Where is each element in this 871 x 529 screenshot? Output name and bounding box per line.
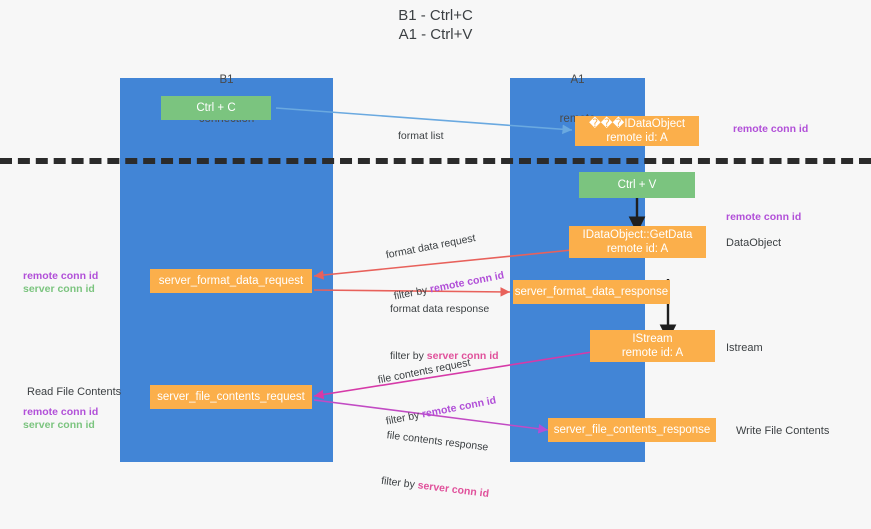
node-server-format-data-request[interactable]: server_format_data_request (150, 269, 312, 293)
node-server-format-data-request-label: server_format_data_request (158, 275, 304, 287)
edge-label-format-list: format list (398, 101, 444, 171)
node-server-format-data-response-label: server_format_data_response (514, 286, 669, 298)
node-idataobject-remote-sub: remote id: A (606, 132, 668, 144)
node-server-file-contents-request[interactable]: server_file_contents_request (150, 385, 312, 409)
edge-label-format-data-response-prefix: filter by (390, 350, 427, 362)
node-ctrl-c-label: Ctrl + C (196, 102, 236, 114)
note-left-server-conn-id-2: server conn id (23, 419, 95, 431)
edge-label-format-list-line1: format list (398, 130, 444, 142)
node-server-file-contents-response-label: server_file_contents_response (553, 424, 711, 436)
node-server-file-contents-request-label: server_file_contents_request (157, 391, 305, 403)
node-istream-label: IStream (632, 333, 673, 345)
note-right-write-file-contents: Write File Contents (736, 425, 830, 437)
diagram-canvas: B1 - Ctrl+C A1 - Ctrl+V B1 connection A1… (0, 7, 871, 500)
note-left-remote-conn-id-2: remote conn id (23, 406, 99, 418)
edge-label-format-data-response: format data response filter by server co… (390, 274, 499, 391)
node-idataobject-getdata[interactable]: IDataObject::GetData remote id: A (569, 226, 706, 258)
node-ctrl-v-label: Ctrl + V (617, 179, 657, 191)
note-left-server-conn-id-1: server conn id (23, 283, 95, 295)
node-server-file-contents-response[interactable]: server_file_contents_response (548, 418, 716, 442)
node-server-format-data-response[interactable]: server_format_data_response (513, 280, 670, 304)
lane-header-b1-title: B1 (219, 74, 234, 86)
node-istream[interactable]: IStream remote id: A (590, 330, 715, 362)
node-istream-sub: remote id: A (621, 347, 684, 359)
note-right-remote-conn-id-1: remote conn id (733, 123, 809, 135)
node-idataobject-remote[interactable]: ���IDataObject remote id: A (575, 116, 699, 146)
edge-label-file-contents-request-line1: file contents request (376, 356, 472, 387)
edge-label-format-data-response-highlight: server conn id (426, 350, 499, 362)
edge-label-format-data-response-line2: filter by server conn id (390, 349, 499, 363)
edge-label-file-contents-response-line2: filter by server conn id (380, 474, 489, 501)
note-left-read-file-contents: Read File Contents (27, 386, 122, 398)
note-right-remote-conn-id-2: remote conn id (726, 211, 802, 223)
note-right-dataobject: DataObject (726, 237, 782, 249)
edge-label-file-contents-response: file contents response filter by server … (377, 400, 499, 528)
note-left-remote-conn-id-1: remote conn id (23, 270, 99, 282)
edge-label-file-contents-response-line1: file contents response (386, 429, 489, 454)
phase-separator (0, 158, 871, 164)
node-ctrl-v[interactable]: Ctrl + V (579, 172, 695, 198)
edge-label-file-contents-response-highlight: server conn id (416, 479, 490, 501)
edge-label-file-contents-response-prefix: filter by (380, 474, 419, 492)
node-idataobject-remote-label: ���IDataObject (588, 118, 686, 130)
edge-label-format-data-request-line1: format data request (384, 232, 477, 262)
edge-label-format-data-response-line1: format data response (390, 303, 490, 315)
diagram-title: B1 - Ctrl+C A1 - Ctrl+V (398, 7, 473, 43)
note-right-istream: Istream (726, 342, 763, 354)
node-ctrl-c[interactable]: Ctrl + C (161, 96, 271, 120)
node-idataobject-getdata-sub: remote id: A (606, 243, 669, 255)
lane-header-a1-title: A1 (570, 74, 585, 86)
node-idataobject-getdata-label: IDataObject::GetData (582, 229, 693, 241)
